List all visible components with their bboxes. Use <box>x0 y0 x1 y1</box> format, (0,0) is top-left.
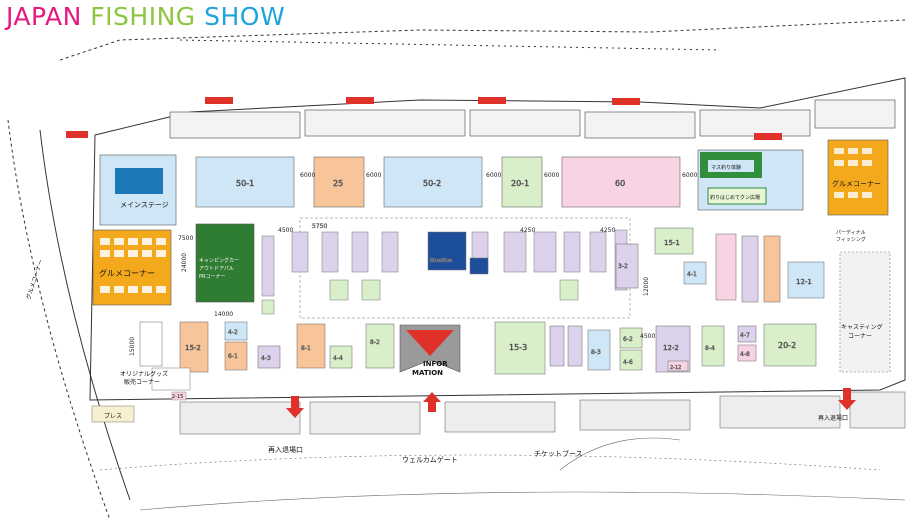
dim-6000-d: 6000 <box>544 172 559 179</box>
hall-4-1: 4-1 <box>687 271 697 278</box>
gourmet-left-label: グルメコーナー <box>99 268 155 278</box>
hall-8-3: 8-3 <box>591 349 601 356</box>
info-label-2: MATION <box>412 369 443 377</box>
arrow-up-center <box>423 392 441 412</box>
lower-left-labels: オリジナルグッズ 販売コーナー 2-15 プレス <box>91 367 191 423</box>
casting-label-2: コーナー <box>848 333 872 340</box>
camping-label-1: キャンピングカー <box>199 257 239 264</box>
hall-12-1: 12-1 <box>796 278 812 286</box>
outer-ring <box>99 437 906 511</box>
dim-4500-b: 4500 <box>640 333 655 340</box>
left-side-label: グルメコーナー <box>24 258 45 300</box>
original-goods-label-1: オリジナルグッズ <box>120 370 168 378</box>
hall-6-2: 6-2 <box>623 336 633 343</box>
page-title: JAPAN FISHING SHOW <box>6 2 285 31</box>
arrow-down-right <box>838 388 856 410</box>
hall-3-2: 3-2 <box>618 263 628 270</box>
top-hall-row: 50-1 25 50-2 20-1 60 <box>195 156 681 208</box>
hall-8-2: 8-2 <box>370 339 380 346</box>
south-booths <box>179 391 906 435</box>
hall-4-8: 4-8 <box>740 351 750 358</box>
hall-20-2: 20-2 <box>778 341 796 350</box>
entry-arrows <box>286 388 856 418</box>
dim-5750: 5750 <box>312 223 327 230</box>
gourmet-right-label: グルメコーナー <box>832 179 881 188</box>
info-label-1: INFOR <box>423 360 448 368</box>
camping-label-3: PRコーナー <box>199 274 226 280</box>
building-outline <box>7 19 906 521</box>
hall-50-2: 50-2 <box>423 179 441 188</box>
hall-4-4: 4-4 <box>333 355 343 362</box>
partial-fishing-label-1: パーディナル <box>836 229 866 236</box>
hall-15-3: 15-3 <box>509 343 527 352</box>
dim-4250-b: 4250 <box>600 227 615 234</box>
dim-14000: 14000 <box>214 311 233 318</box>
camping-label-2: アウトドアパル <box>199 265 234 272</box>
dim-6000-e: 6000 <box>682 172 697 179</box>
reentry-right-label: 再入退場口 <box>818 414 848 422</box>
right-side-booths: 15-1 4-1 12-1 3-2 <box>615 227 825 303</box>
north-booths <box>169 99 896 139</box>
hall-4-3: 4-3 <box>261 355 271 362</box>
center-booth-field: BlueBlue 5750 <box>261 217 631 319</box>
hall-50-1: 50-1 <box>236 179 254 188</box>
left-small-booths: 15-2 4-2 6-1 4-3 8-1 4-4 8-2 <box>139 321 395 373</box>
camping-corner: キャンピングカー アウトドアパル PRコーナー <box>195 223 255 303</box>
press-label: プレス <box>104 413 122 420</box>
hall-4-7: 4-7 <box>740 332 750 339</box>
dim-6000-a: 6000 <box>300 172 315 179</box>
trout-pond-area: マス釣り体験 釣りはじめてクン広場 <box>697 149 804 211</box>
trout-pond-label: マス釣り体験 <box>711 164 741 171</box>
reentry-left-label: 再入退場口 <box>268 445 303 454</box>
hall-8-4: 8-4 <box>705 345 715 352</box>
hall-4-2: 4-2 <box>228 329 238 336</box>
bottom-labels: 再入退場口 ウェルカムゲート チケットブース 再入退場口 <box>268 414 848 464</box>
gourmet-side-label: グルメコーナー <box>24 258 45 300</box>
information-booth: INFOR MATION <box>399 324 461 377</box>
hall-20-1: 20-1 <box>511 179 529 188</box>
hall-6-1: 6-1 <box>228 353 238 360</box>
hall-8-1: 8-1 <box>301 345 311 352</box>
hall-2-12: 2-12 <box>670 365 681 371</box>
dim-6000-b: 6000 <box>366 172 381 179</box>
gourmet-corner-left: グルメコーナー <box>92 229 172 306</box>
hall-2-15: 2-15 <box>172 394 183 400</box>
blueblue-label: BlueBlue <box>430 258 452 264</box>
arrow-down-left <box>286 396 304 418</box>
first-fishing-label: 釣りはじめてクン広場 <box>710 194 760 201</box>
center-right-booths: 15-3 8-3 4-6 6-2 12-2 2-12 8-4 4-7 4-8 2… <box>494 321 817 375</box>
dim-6000-c: 6000 <box>486 172 501 179</box>
hall-15-1: 15-1 <box>664 239 680 247</box>
hall-4-6: 4-6 <box>623 359 633 366</box>
welcome-gate-label: ウェルカムゲート <box>402 455 458 464</box>
dim-4500-a: 4500 <box>278 227 293 234</box>
ticket-booth-label: チケットブース <box>534 449 583 458</box>
gourmet-corner-right: グルメコーナー <box>827 139 889 216</box>
partial-fishing-label-2: フィッシング <box>836 236 866 243</box>
hall-15-2: 15-2 <box>185 344 201 352</box>
dim-4250-a: 4250 <box>520 227 535 234</box>
title-word-japan: JAPAN <box>6 2 82 31</box>
dim-24000: 24000 <box>181 253 188 272</box>
hall-25: 25 <box>333 179 343 188</box>
title-word-fishing: FISHING <box>90 2 196 31</box>
dim-15000: 15000 <box>129 337 136 356</box>
title-word-show: SHOW <box>204 2 286 31</box>
dimension-labels: 6000 6000 6000 6000 6000 14000 24000 750… <box>129 172 697 356</box>
hall-12-2: 12-2 <box>663 344 679 352</box>
casting-label-1: キャスティング <box>841 323 883 331</box>
main-stage-label: メインステージ <box>120 201 169 209</box>
dim-7500: 7500 <box>178 235 193 242</box>
hall-60: 60 <box>615 179 625 188</box>
original-goods-label-2: 販売コーナー <box>124 378 160 386</box>
casting-corner: キャスティング コーナー パーディナル フィッシング <box>836 229 891 373</box>
stockyard-markers <box>66 97 782 140</box>
main-stage: メインステージ <box>99 154 177 226</box>
dim-12000: 12000 <box>643 277 650 296</box>
